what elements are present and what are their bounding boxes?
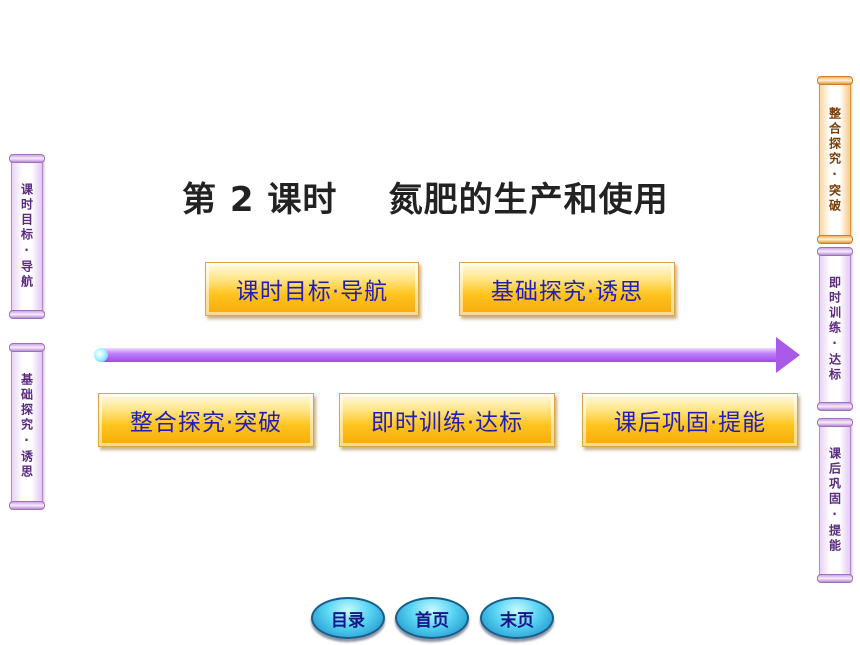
side-tab-training-label: 即时训练·达标 bbox=[827, 275, 842, 383]
side-tab-basics-label: 基础探究·诱思 bbox=[19, 373, 34, 480]
integration-button[interactable]: 整合探究·突破 bbox=[98, 393, 314, 447]
training-button[interactable]: 即时训练·达标 bbox=[339, 393, 555, 447]
side-tab-consolidation[interactable]: 课后巩固·提能 bbox=[817, 418, 853, 583]
goals-button[interactable]: 课时目标·导航 bbox=[205, 262, 419, 316]
basics-button[interactable]: 基础探究·诱思 bbox=[459, 262, 675, 316]
side-tab-integration[interactable]: 整合探究·突破 bbox=[817, 76, 853, 244]
first-page-button[interactable]: 首页 bbox=[395, 597, 469, 639]
consolidation-button[interactable]: 课后巩固·提能 bbox=[582, 393, 798, 447]
side-tab-integration-label: 整合探究·突破 bbox=[827, 106, 842, 214]
arrow-head-icon bbox=[776, 337, 800, 373]
timeline-arrow-line bbox=[98, 348, 778, 362]
side-tab-training[interactable]: 即时训练·达标 bbox=[817, 247, 853, 411]
side-tab-goals-label: 课时目标·导航 bbox=[19, 183, 34, 290]
last-page-button[interactable]: 末页 bbox=[480, 597, 554, 639]
page-title: 第 2 课时 氮肥的生产和使用 bbox=[182, 180, 669, 220]
arrow-start-dot-icon bbox=[94, 348, 108, 362]
contents-button[interactable]: 目录 bbox=[311, 597, 385, 639]
side-tab-goals[interactable]: 课时目标·导航 bbox=[9, 154, 45, 319]
side-tab-basics[interactable]: 基础探究·诱思 bbox=[9, 343, 45, 510]
side-tab-consolidation-label: 课后巩固·提能 bbox=[827, 447, 842, 554]
